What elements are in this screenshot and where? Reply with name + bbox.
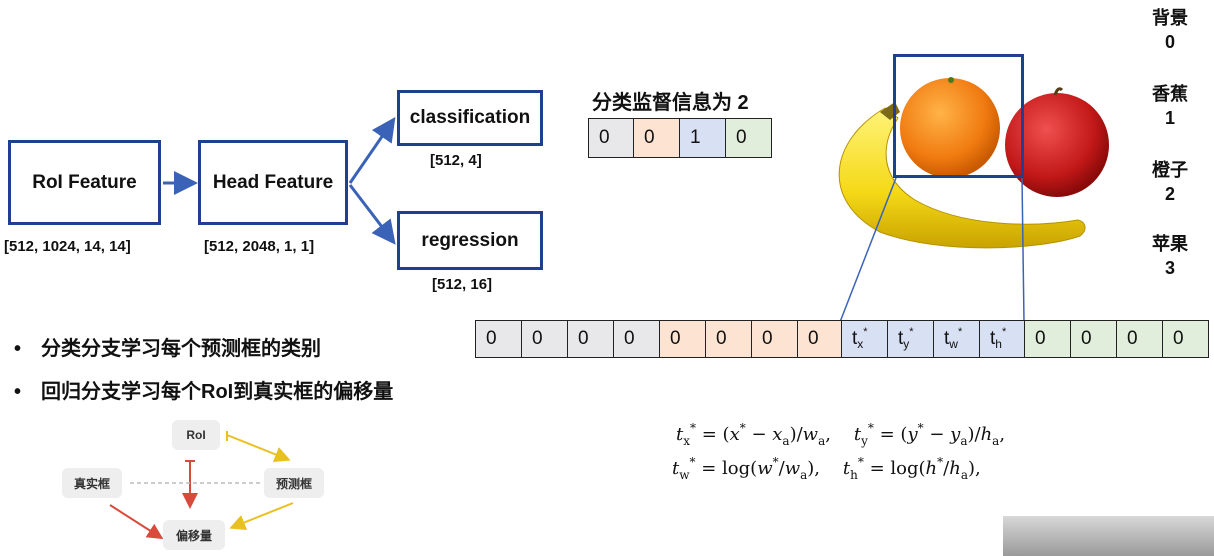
category-name: 背景	[1152, 8, 1188, 28]
category-background: 背景 0	[1140, 6, 1200, 54]
category-id: 0	[1164, 32, 1175, 52]
orange	[900, 78, 1000, 178]
projection-lines	[839, 177, 1025, 323]
category-banana: 香蕉 1	[1140, 82, 1200, 130]
head-feature-label: Head Feature	[212, 171, 334, 193]
classification-label: classification	[409, 107, 531, 128]
orange-bbox	[893, 54, 1024, 178]
classification-shape: [512, 4]	[430, 152, 482, 169]
banana	[838, 107, 1086, 249]
cls-cell-3: 0	[725, 118, 772, 158]
reg-cell-13: 0	[1070, 320, 1117, 358]
category-name: 橙子	[1152, 160, 1188, 180]
pipeline-arrows	[163, 117, 396, 245]
reg-cell-12: 0	[1024, 320, 1071, 358]
relation-arrows	[109, 431, 294, 540]
roi-feature-box: RoI Feature	[8, 140, 161, 225]
regression-shape: [512, 16]	[432, 276, 493, 293]
formula-line-2: tw* = log(w*/wa), th* = log(h*/ha),	[672, 455, 981, 482]
head-feature-shape: [512, 2048, 1, 1]	[204, 238, 315, 255]
head-feature-box: Head Feature	[198, 140, 348, 225]
cls-cell-2: 1	[679, 118, 726, 158]
category-id: 2	[1164, 184, 1175, 204]
cls-cell-1: 0	[633, 118, 680, 158]
roi-feature-label: RoI Feature	[32, 171, 137, 193]
category-name: 苹果	[1152, 234, 1188, 254]
category-id: 3	[1164, 258, 1175, 278]
roi-feature-shape: [512, 1024, 14, 14]	[4, 238, 131, 255]
relation-node-pred: 预测框	[264, 468, 324, 498]
video-thumbnail[interactable]	[1003, 516, 1214, 556]
relation-node-gt: 真实框	[62, 468, 122, 498]
reg-cell-7: 0	[797, 320, 842, 358]
category-name: 香蕉	[1152, 84, 1188, 104]
regression-label: regression	[421, 229, 519, 251]
cls-cell-0: 0	[588, 118, 634, 158]
bullet-regression: •回归分支学习每个RoI到真实框的偏移量	[14, 381, 394, 403]
category-id: 1	[1164, 108, 1175, 128]
arrow-head-to-reg	[348, 184, 396, 245]
reg-cell-1: 0	[521, 320, 568, 358]
category-apple: 苹果 3	[1140, 232, 1200, 280]
classification-box: classification	[397, 90, 543, 146]
reg-cell-15: 0	[1162, 320, 1209, 358]
formula-line-1: tx* = (x* − xa)/wa, ty* = (y* − ya)/ha,	[676, 421, 1006, 448]
classification-target-title: 分类监督信息为 2	[592, 92, 749, 114]
fruit-image	[838, 77, 1109, 249]
reg-cell-4: 0	[659, 320, 706, 358]
reg-cell-3: 0	[613, 320, 660, 358]
reg-cell-2: 0	[567, 320, 614, 358]
reg-cell-5: 0	[705, 320, 752, 358]
arrow-head-to-cls	[348, 117, 396, 184]
apple	[1005, 93, 1109, 197]
regression-box: regression	[397, 211, 543, 270]
reg-cell-0: 0	[475, 320, 522, 358]
category-orange: 橙子 2	[1140, 158, 1200, 206]
reg-cell-6: 0	[751, 320, 798, 358]
bullet-classification: •分类分支学习每个预测框的类别	[14, 338, 322, 360]
relation-node-offset: 偏移量	[163, 520, 225, 550]
relation-node-roi: RoI	[172, 420, 220, 450]
reg-cell-14: 0	[1116, 320, 1163, 358]
